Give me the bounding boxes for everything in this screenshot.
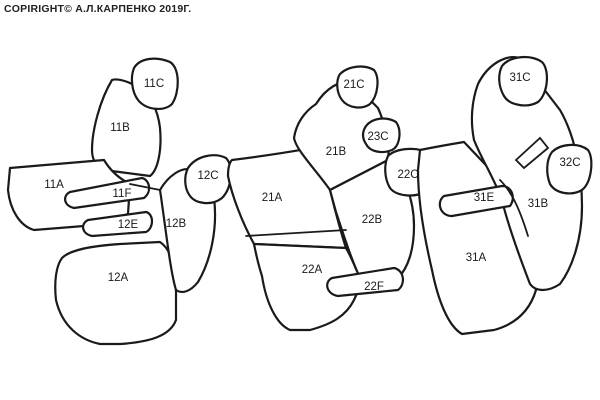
seam-31a-31b	[499, 179, 529, 237]
seat-11	[6, 57, 179, 238]
label-11f: 11F	[113, 188, 132, 200]
label-11a: 11A	[44, 179, 64, 191]
seam-21a-22a	[245, 229, 347, 237]
label-11b: 11B	[110, 122, 130, 134]
seat-31-32	[416, 56, 593, 336]
part-11f-bolster	[64, 176, 151, 210]
seam-12a-11a	[129, 183, 161, 191]
label-22a: 22A	[302, 264, 323, 276]
label-22f: 22F	[364, 281, 384, 293]
part-31c-headrest	[498, 56, 548, 107]
label-21b: 21B	[326, 146, 347, 158]
label-12b: 12B	[166, 218, 187, 230]
part-22f-bolster	[326, 266, 404, 298]
part-12e-bolster	[82, 210, 154, 238]
part-12a-cushion	[54, 240, 178, 346]
part-23c-headrest	[361, 117, 401, 154]
part-31b-backrest	[470, 56, 584, 292]
seat-12	[54, 154, 232, 346]
label-21a: 21A	[262, 192, 283, 204]
part-11c-headrest	[130, 57, 179, 110]
label-22c: 22C	[397, 169, 418, 181]
label-22b: 22B	[362, 214, 383, 226]
label-11c: 11C	[144, 78, 164, 90]
label-31c: 31C	[509, 72, 530, 84]
seat-21-22	[226, 65, 435, 332]
label-21c: 21C	[343, 79, 364, 91]
label-12e: 12E	[118, 219, 139, 231]
label-12c: 12C	[197, 170, 218, 182]
label-31a: 31A	[466, 252, 487, 264]
part-32c-headrest	[546, 143, 593, 195]
label-12a: 12A	[108, 272, 129, 284]
label-31e: 31E	[474, 192, 495, 204]
seam-31b-divider	[514, 136, 550, 170]
part-12c-headrest	[184, 154, 232, 205]
part-31a-cushion	[416, 140, 538, 336]
label-31b: 31B	[528, 198, 549, 210]
label-32c: 32C	[559, 157, 580, 169]
label-23c: 23C	[367, 131, 388, 143]
part-21c-headrest	[336, 65, 379, 109]
copyright-notice: COPIRIGHT© А.Л.КАРПЕНКО 2019Г.	[4, 3, 192, 15]
